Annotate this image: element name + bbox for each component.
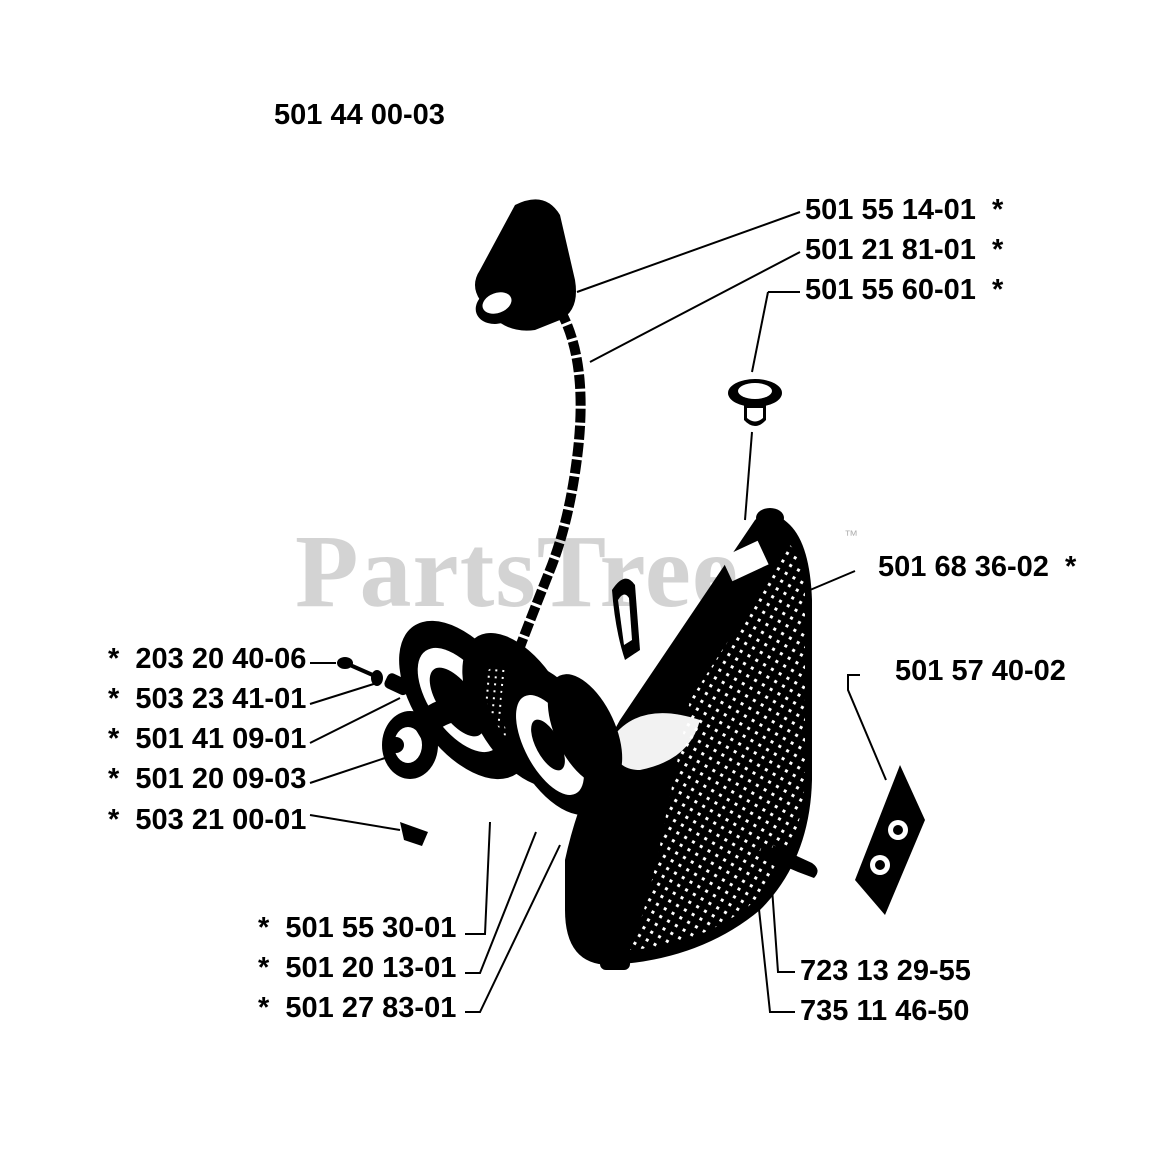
callout-washer-c[interactable]: 735 11 46-50 [800,995,970,1027]
callout-pawl[interactable]: * 501 41 09-01 [108,723,307,755]
callout-housing[interactable]: 501 68 36-02 * [878,551,1077,583]
callout-washer-b[interactable]: * 501 55 30-01 [258,912,457,944]
assembly-number: 501 44 00-03 [274,99,445,131]
small-hardware [337,657,818,878]
handle-part [475,199,576,331]
pulley-assembly [382,578,640,816]
partstree-watermark: PartsTree [295,514,740,629]
trademark-symbol: ™ [844,527,858,543]
callout-grommet[interactable]: 501 55 60-01 * [805,274,1004,306]
callout-spring-screw[interactable]: * 503 21 00-01 [108,804,307,836]
starter-rope [510,307,586,662]
callout-rope[interactable]: 501 21 81-01 * [805,234,1004,266]
callout-screw-b[interactable]: 723 13 29-55 [800,955,971,987]
callout-decal[interactable]: 501 57 40-02 [895,655,1066,687]
grommet-part [728,379,782,426]
callout-pulley[interactable]: * 501 20 09-03 [108,763,307,795]
callout-washer-a[interactable]: * 503 23 41-01 [108,683,307,715]
callout-handle[interactable]: 501 55 14-01 * [805,194,1004,226]
decal-part [855,765,925,915]
leader-lines [309,211,887,1013]
callout-spring-cup[interactable]: * 501 27 83-01 [258,992,457,1024]
callout-spring[interactable]: * 501 20 13-01 [258,952,457,984]
callout-screw-a[interactable]: * 203 20 40-06 [108,643,307,675]
